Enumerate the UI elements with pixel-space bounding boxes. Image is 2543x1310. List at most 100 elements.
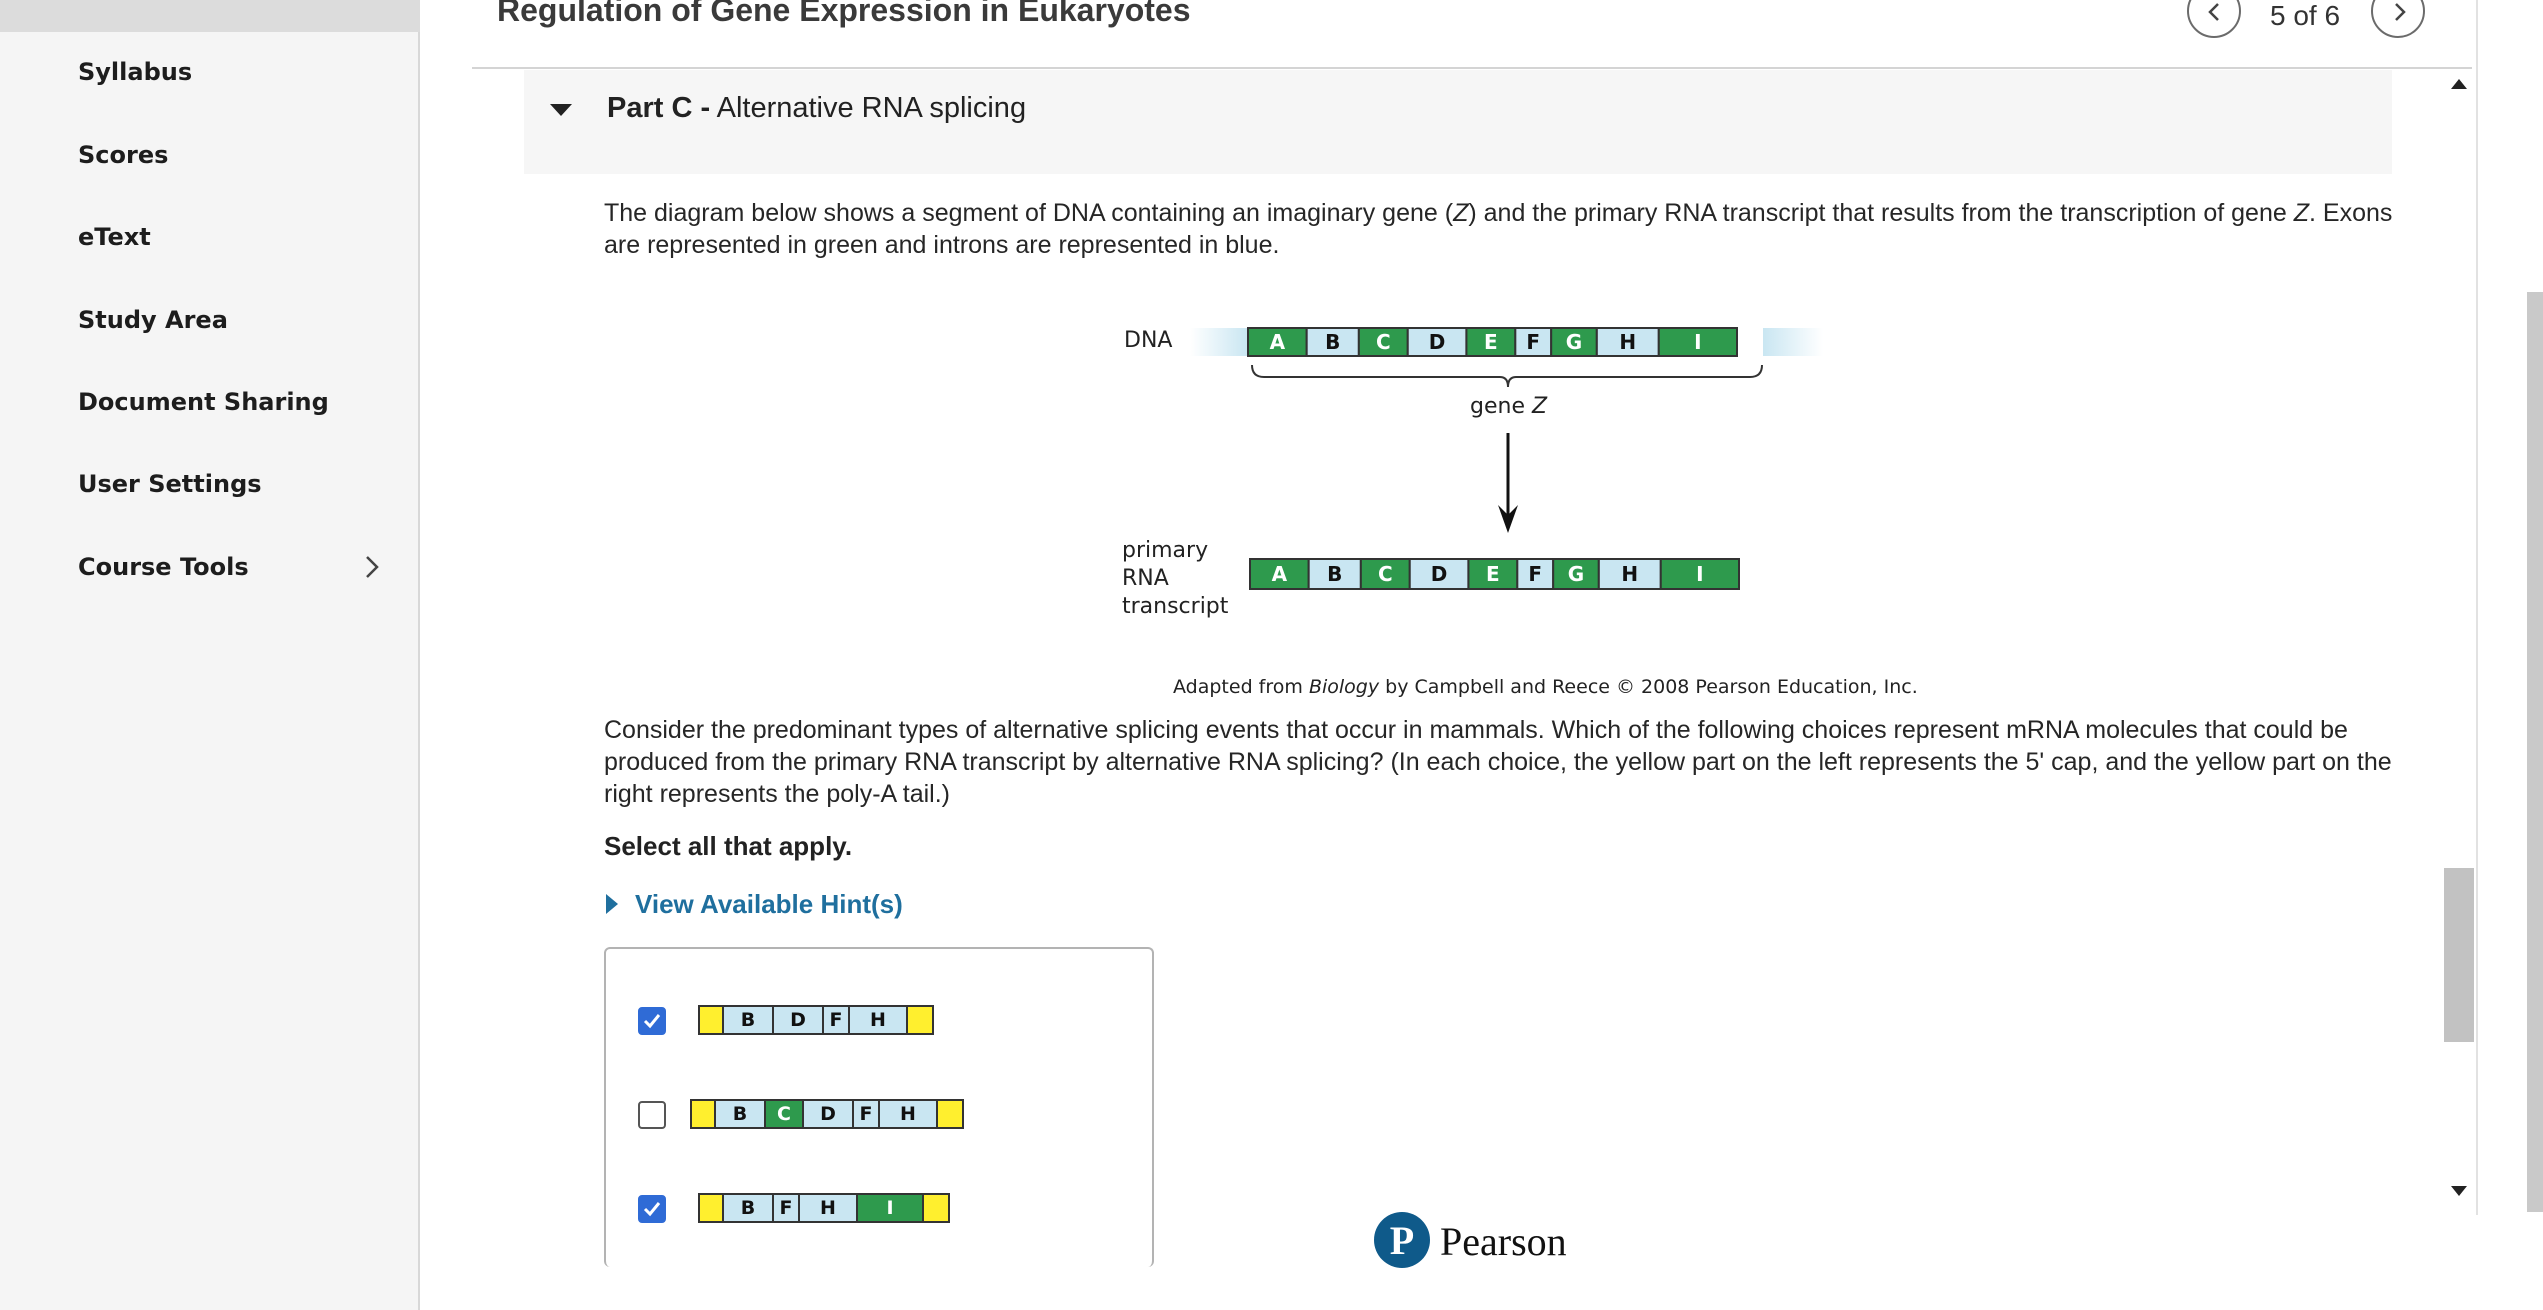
previous-button[interactable] [2187,0,2241,38]
dna-strip-segment-d [1406,327,1468,357]
rna-strip-label-b: B [1327,562,1342,586]
pearson-logo-icon: P [1374,1212,1430,1268]
rna-strip-label-e: E [1486,562,1500,586]
caret-right-icon[interactable] [604,892,620,916]
chevron-right-icon[interactable] [360,552,384,582]
rna-label-transcript: transcript [1122,594,1229,619]
dna-strip-label-a: A [1270,330,1286,354]
rna-strip-segment-d [1408,558,1470,590]
caption-part-2: by Campbell and Reece © 2008 Pearson Edu… [1379,676,1918,698]
mrna-segment-c: C [766,1101,804,1127]
mrna-cap-segment [908,1007,932,1033]
intro-gene-letter-2: Z [2293,199,2309,227]
mrna-segment-b: B [724,1195,774,1221]
mrna-segment-f: F [774,1195,800,1221]
checkmark-icon [643,1014,661,1029]
caption-book: Biology [1308,676,1380,698]
mrna-segment-h: H [800,1195,858,1221]
page-title: Regulation of Gene Expression in Eukaryo… [497,0,1191,28]
gene-letter: Z [1531,394,1548,419]
intro-part-3: . Exons are represented in green and int… [604,199,2393,259]
next-button[interactable] [2371,0,2425,38]
mrna-segment-d: D [804,1101,854,1127]
mrna-segment-d: D [774,1007,824,1033]
sidebar-item-scores[interactable]: Scores [78,141,169,169]
rna-strip-segment-e [1467,558,1519,590]
gene-word: gene [1470,394,1525,419]
intro-part-1: The diagram below shows a segment of DNA… [604,199,1454,227]
sidebar-item-course-tools[interactable]: Course Tools [78,553,249,581]
chevron-left-icon [2208,3,2219,21]
sidebar-item-study-area[interactable]: Study Area [78,306,228,334]
sidebar-item-user-settings[interactable]: User Settings [78,470,262,498]
dna-strip-segment-b [1305,327,1360,357]
intro-gene-letter: Z [1453,199,1469,227]
arrow-head [1498,505,1518,533]
footer [0,1212,2543,1310]
scroll-thumb[interactable] [2444,868,2474,1042]
sidebar-top-bar [0,0,420,32]
dna-strip-label-c: C [1376,330,1391,354]
scroll-up-icon[interactable] [2450,78,2468,90]
content-scrollbar[interactable] [2442,70,2476,1210]
rna-strip-label-c: C [1378,562,1393,586]
mrna-segment-h: H [850,1007,908,1033]
mrna-segment-f: F [854,1101,880,1127]
part-header[interactable] [524,70,2392,174]
mrna-segment-f: F [824,1007,850,1033]
sidebar-item-document-sharing[interactable]: Document Sharing [78,388,329,416]
dna-strip-segment-f [1514,327,1553,357]
svg-text:P: P [1390,1218,1414,1263]
sidebar-item-etext[interactable]: eText [78,223,151,251]
part-name: Alternative RNA splicing [710,92,1027,124]
diagram-caption: Adapted from Biology by Campbell and Ree… [1173,676,1918,698]
rna-strip-label-h: H [1621,562,1638,586]
scroll-down-icon[interactable] [2450,1185,2468,1197]
rna-strip-segment-f [1516,558,1555,590]
chevron-right-icon [2395,3,2406,21]
choice-checkbox[interactable] [638,1195,666,1223]
dna-strip-label-e: E [1484,330,1498,354]
view-hints-link[interactable]: View Available Hint(s) [635,889,903,919]
dna-flank-right [1763,328,1823,356]
mrna-segment-h: H [880,1101,938,1127]
main-border [2476,0,2478,1215]
caret-down-icon[interactable] [548,102,574,118]
dna-strip-label-b: B [1325,330,1340,354]
intro-part-2: ) and the primary RNA transcript that re… [1468,199,2294,227]
pearson-brand: Pearson [1440,1219,1567,1264]
rna-strip-label-a: A [1272,562,1288,586]
intro-text: The diagram below shows a segment of DNA… [604,197,2394,261]
mrna-cap-segment [700,1195,724,1221]
mrna-segment-b: B [724,1007,774,1033]
rna-strip-segment-i [1659,558,1741,590]
window-scrollbar[interactable] [2527,292,2543,1212]
rna-strip-label-i: I [1696,562,1703,586]
sidebar: Syllabus Scores eText Study Area Documen… [0,0,420,1310]
choice-checkbox[interactable] [638,1007,666,1035]
dna-strip-label-h: H [1619,330,1636,354]
choice-checkbox[interactable] [638,1101,666,1129]
select-all-instruction: Select all that apply. [604,831,853,861]
dna-strip-segment-i [1657,327,1739,357]
part-title: Part C - Alternative RNA splicing [607,92,1026,125]
rna-strip-label-g: G [1568,562,1584,586]
sidebar-item-syllabus[interactable]: Syllabus [78,58,193,86]
dna-strip-label-i: I [1694,330,1701,354]
caption-part-1: Adapted from [1173,676,1309,698]
mrna-cap-segment [924,1195,948,1221]
header-divider [472,67,2472,69]
dna-label: DNA [1124,328,1173,353]
rna-strip-label-d: D [1431,562,1448,586]
pager-status: 5 of 6 [2270,0,2341,31]
dna-strip-label-f: F [1526,330,1540,354]
